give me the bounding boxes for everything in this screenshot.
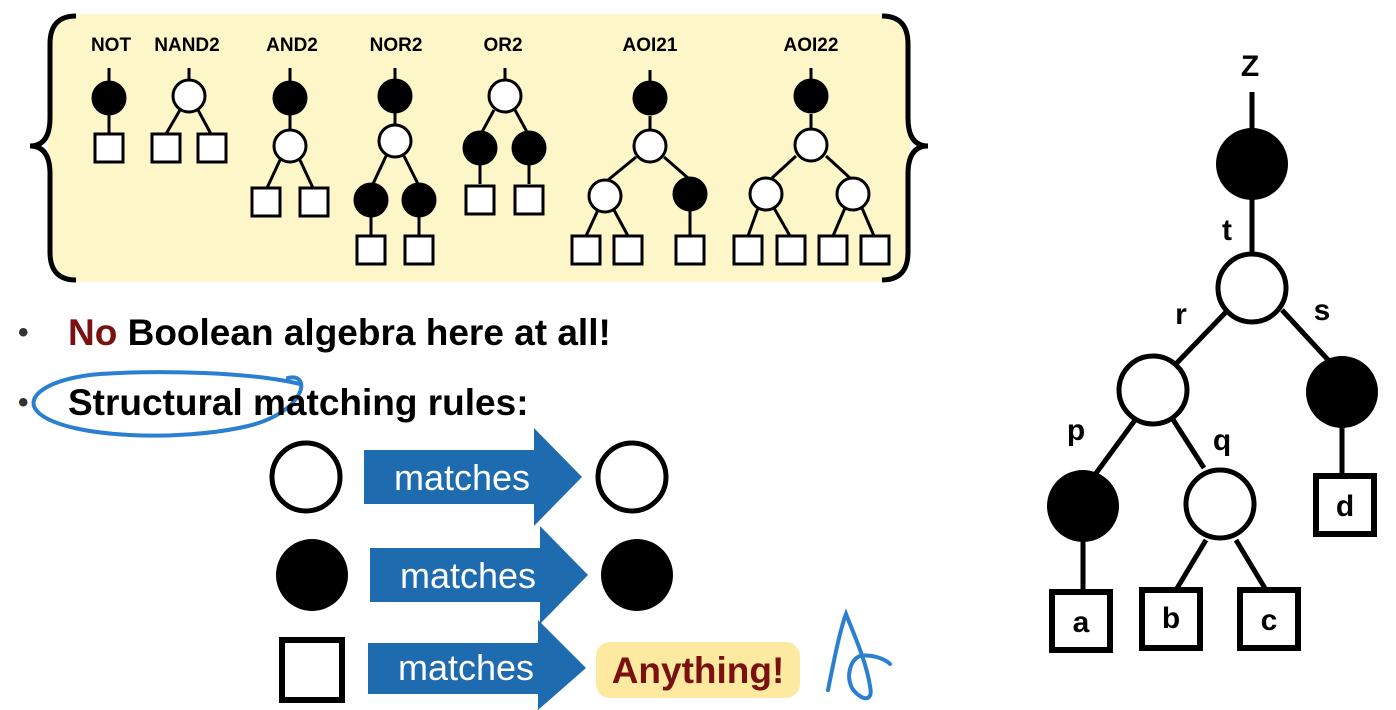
- anything-label: Anything!: [612, 650, 785, 691]
- nand2-nand-node: [171, 78, 207, 114]
- tree-node-r: [1116, 353, 1190, 427]
- gate-label-aoi21: AOI21: [623, 35, 678, 56]
- left-brace: [29, 13, 77, 283]
- bullet-dot: •: [18, 386, 29, 419]
- tree-leaf-a: [1049, 589, 1113, 653]
- rule-arrow-2: [370, 526, 588, 624]
- anything-highlight: [596, 642, 800, 698]
- rule-arrow-1: [364, 428, 582, 526]
- edge-label-t: t: [1222, 214, 1232, 247]
- bullet-no-boolean: • No Boolean algebra here at all!: [18, 312, 611, 354]
- gate-label-nand2: NAND2: [154, 35, 219, 56]
- leaf-label-d: d: [1336, 490, 1354, 523]
- rule-arrow-2-label: matches: [400, 555, 536, 596]
- gate-pattern-edges: [107, 68, 876, 237]
- edge-label-p: p: [1067, 414, 1085, 447]
- ink-circle-structural: [31, 370, 304, 438]
- gate-label-not: NOT: [91, 35, 132, 56]
- not-inverter-node: [91, 80, 127, 116]
- tree-root-label: Z: [1241, 50, 1259, 83]
- rule-leaf-node: [279, 637, 345, 703]
- rule-black-node: [276, 539, 348, 611]
- tree-node-q: [1183, 467, 1257, 541]
- rule-arrow-3-label: matches: [398, 647, 534, 688]
- gate-pattern-nodes: [91, 78, 891, 266]
- tree-leaf-b: [1139, 587, 1203, 651]
- subject-tree-edges: [1080, 92, 1345, 592]
- gate-label-nor2: NOR2: [370, 35, 423, 56]
- leaf-label-a: a: [1073, 606, 1090, 639]
- ink-annotations: [31, 370, 892, 701]
- bullet-structural-text: Structural matching rules:: [68, 382, 529, 423]
- rule-white-node: [269, 440, 343, 514]
- not-input-leaf: [93, 132, 125, 164]
- rule-arrow-1-label: matches: [394, 457, 530, 498]
- ink-scribble-a: [826, 608, 892, 701]
- bullet-no-boolean-rest: Boolean algebra here at all!: [117, 312, 611, 353]
- tree-node-p: [1047, 470, 1119, 542]
- rule-white-match: [595, 440, 669, 514]
- rule-black-match: [601, 539, 673, 611]
- subject-tree: d a b c Z t r s p q: [1047, 50, 1378, 653]
- leaf-label-c: c: [1261, 604, 1278, 637]
- edge-label-q: q: [1213, 424, 1231, 457]
- tree-node-s: [1306, 356, 1378, 428]
- edge-label-r: r: [1175, 298, 1187, 331]
- bullet-no-word: No: [68, 312, 118, 353]
- matching-rules: matches matches matches Anything!: [269, 428, 800, 710]
- gate-library-panel: NOT NAND2 AND2 NOR2 OR2 AOI21 AOI22: [29, 13, 929, 283]
- rule-arrow-3: [368, 620, 586, 710]
- edge-label-s: s: [1314, 294, 1331, 327]
- gate-label-aoi22: AOI22: [784, 35, 839, 56]
- leaf-label-b: b: [1162, 602, 1180, 635]
- tree-node-t: [1215, 251, 1289, 325]
- bullet-dot: •: [18, 316, 29, 349]
- tree-node-z: [1216, 128, 1288, 200]
- tree-leaf-c: [1237, 587, 1301, 651]
- tree-leaf-d: [1313, 473, 1377, 537]
- gate-label-and2: AND2: [266, 35, 318, 56]
- bullet-structural-matching: • Structural matching rules:: [18, 382, 529, 424]
- right-brace: [881, 13, 929, 283]
- gate-label-or2: OR2: [483, 35, 522, 56]
